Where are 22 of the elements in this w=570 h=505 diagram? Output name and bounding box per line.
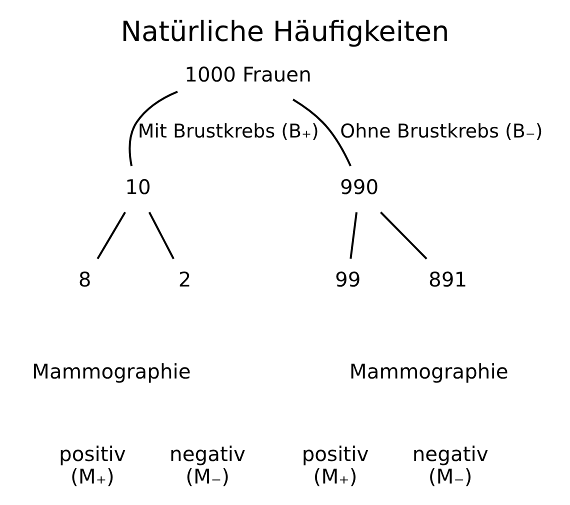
label: Mammographie [32, 360, 191, 384]
diagram-title: Natürliche Häufigkeiten [120, 14, 450, 48]
edge-label: Mit Brustkrebs (B₊) [138, 120, 319, 142]
connector [292, 98, 352, 166]
node-text: 990 [340, 175, 379, 200]
edge-label: Ohne Brustkrebs (B₋) [340, 120, 543, 142]
connector [350, 212, 358, 259]
connector [380, 212, 428, 260]
label: negativ (M₋) [170, 442, 246, 489]
label: Mammographie [349, 360, 508, 384]
node-text: 1000 Frauen [184, 62, 312, 87]
node-text: 10 [125, 175, 151, 200]
connector [128, 90, 178, 166]
node-text: 99 [335, 267, 361, 292]
node-text: 8 [78, 267, 92, 292]
connector [148, 212, 174, 260]
connector [96, 212, 126, 260]
label: positiv (M₊) [302, 442, 369, 489]
node-text: 2 [178, 267, 192, 292]
label: positiv (M₊) [59, 442, 126, 489]
node-text: 891 [428, 267, 468, 292]
label: negativ (M₋) [412, 442, 488, 489]
